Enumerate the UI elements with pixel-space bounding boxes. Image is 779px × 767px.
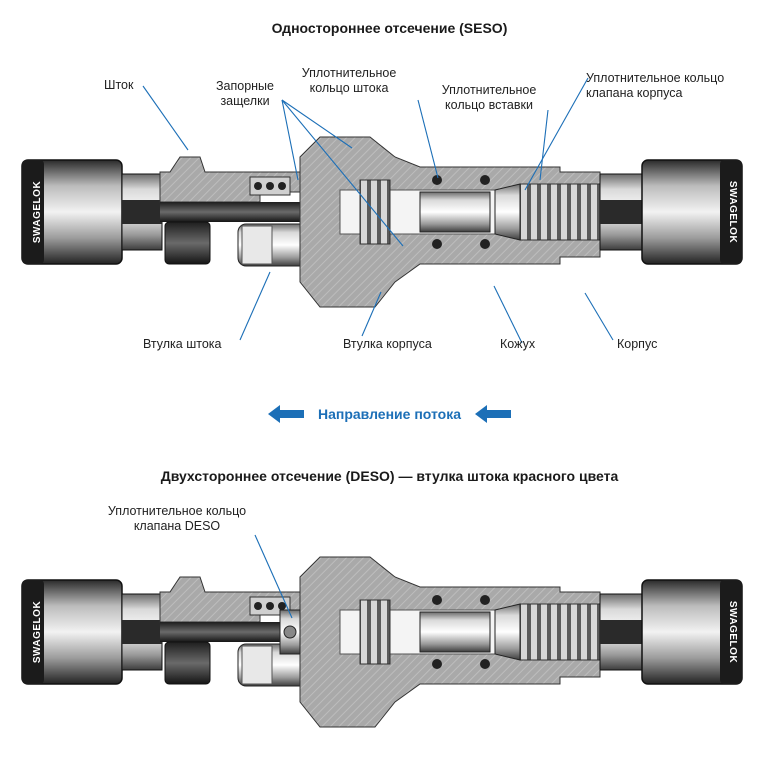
label-insert-oring-line1: Уплотнительное (441, 83, 537, 97)
label-body-valve-oring-line1: Уплотнительное кольцо (586, 71, 725, 85)
label-body-valve-oring-line2: клапана корпуса (586, 86, 683, 100)
label-stem-sleeve: Втулка штока (143, 337, 222, 351)
label-stem-oring-line1: Уплотнительное (301, 66, 397, 80)
label-stem-oring-line2: кольцо штока (309, 81, 389, 95)
flow-direction: Направление потока (0, 405, 779, 423)
label-body-valve-oring: Уплотнительное кольцо клапана корпуса (586, 71, 724, 101)
label-latches: Запорные защелки (205, 79, 285, 109)
flow-direction-label: Направление потока (317, 406, 462, 422)
label-stem-oring: Уплотнительное кольцо штока (290, 66, 408, 96)
deso-brand-right: SWAGELOK (727, 601, 738, 664)
deso-leader-lines (254, 534, 293, 619)
label-deso-valve-oring-line1: Уплотнительное кольцо (107, 504, 247, 518)
label-latches-line1: Запорные (215, 79, 274, 93)
flow-arrow-left-icon-2 (475, 405, 512, 423)
deso-title: Двухстороннее отсечение (DESO) — втулка … (160, 468, 619, 484)
label-deso-valve-oring: Уплотнительное кольцо клапана DESO (92, 504, 262, 534)
label-housing: Кожух (500, 337, 536, 351)
seso-leader-lines (142, 77, 614, 344)
label-body: Корпус (617, 337, 658, 351)
seso-title: Одностороннее отсечение (SESO) (271, 20, 508, 36)
seso-fitting-drawing: SWAGELOK SWAGELOK (21, 136, 743, 308)
label-body-sleeve: Втулка корпуса (343, 337, 432, 351)
label-insert-oring-line2: кольцо вставки (445, 98, 533, 112)
label-latches-line2: защелки (220, 94, 270, 108)
seso-brand-right: SWAGELOK (727, 181, 738, 244)
flow-arrow-left-icon (267, 405, 304, 423)
label-deso-valve-oring-line2: клапана DESO (133, 519, 221, 533)
label-insert-oring: Уплотнительное кольцо вставки (428, 83, 550, 113)
deso-fitting-drawing: SWAGELOK SWAGELOK (21, 556, 743, 728)
seso-brand-left: SWAGELOK (32, 181, 43, 244)
deso-brand-left: SWAGELOK (32, 601, 43, 664)
label-stem: Шток (104, 78, 134, 92)
